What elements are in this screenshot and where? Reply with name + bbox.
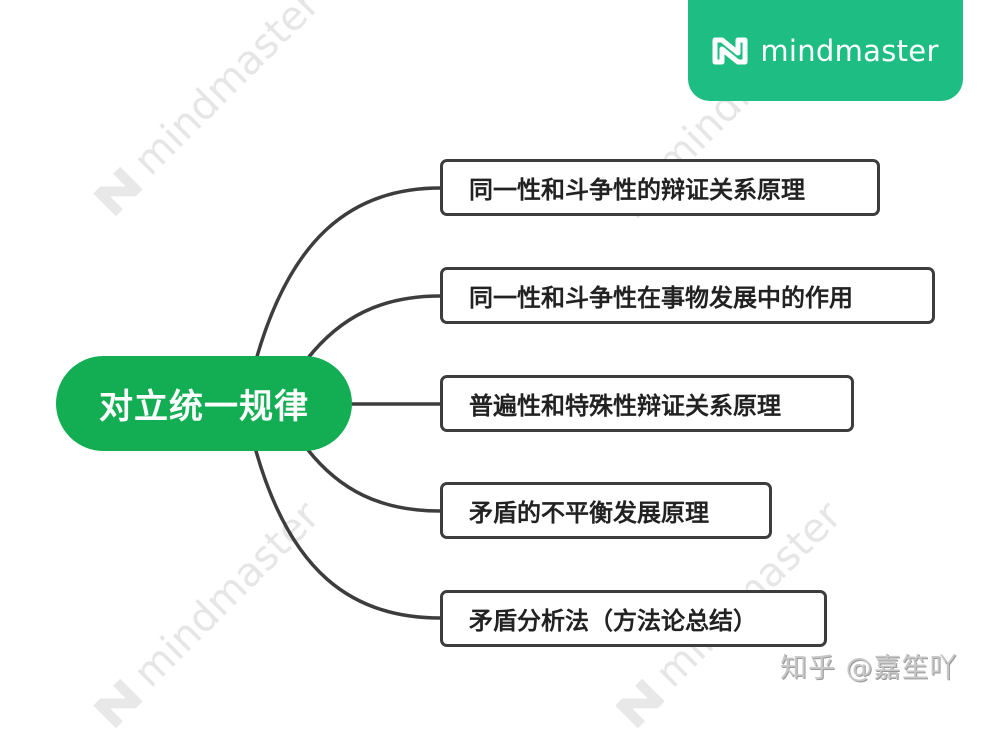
subtopic-5[interactable]: 矛盾分析法（方法论总结）: [440, 590, 827, 647]
central-topic[interactable]: 对立统一规律: [56, 356, 352, 451]
mindmaster-logo-icon: [712, 37, 748, 64]
subtopic-label: 矛盾分析法（方法论总结）: [469, 607, 757, 635]
mindmap-connectors: [254, 186, 442, 620]
mindmaster-logo-badge: mindmaster: [688, 0, 963, 101]
connector-5: [254, 449, 442, 620]
subtopic-label: 同一性和斗争性的辩证关系原理: [469, 176, 805, 204]
subtopic-4[interactable]: 矛盾的不平衡发展原理: [440, 482, 772, 539]
brand-name: mindmaster: [760, 33, 939, 68]
subtopic-1[interactable]: 同一性和斗争性的辩证关系原理: [440, 159, 880, 216]
subtopic-3[interactable]: 普遍性和特殊性辩证关系原理: [440, 375, 854, 432]
subtopic-2[interactable]: 同一性和斗争性在事物发展中的作用: [440, 267, 935, 324]
central-topic-label: 对立统一规律: [99, 387, 309, 427]
connector-4: [306, 448, 442, 513]
connector-2: [306, 294, 442, 360]
author-credit: 知乎 @嘉笙吖: [780, 653, 958, 684]
subtopic-label: 矛盾的不平衡发展原理: [469, 499, 709, 527]
connector-1: [254, 186, 442, 362]
subtopic-label: 普遍性和特殊性辩证关系原理: [469, 392, 781, 420]
subtopic-label: 同一性和斗争性在事物发展中的作用: [469, 284, 853, 312]
